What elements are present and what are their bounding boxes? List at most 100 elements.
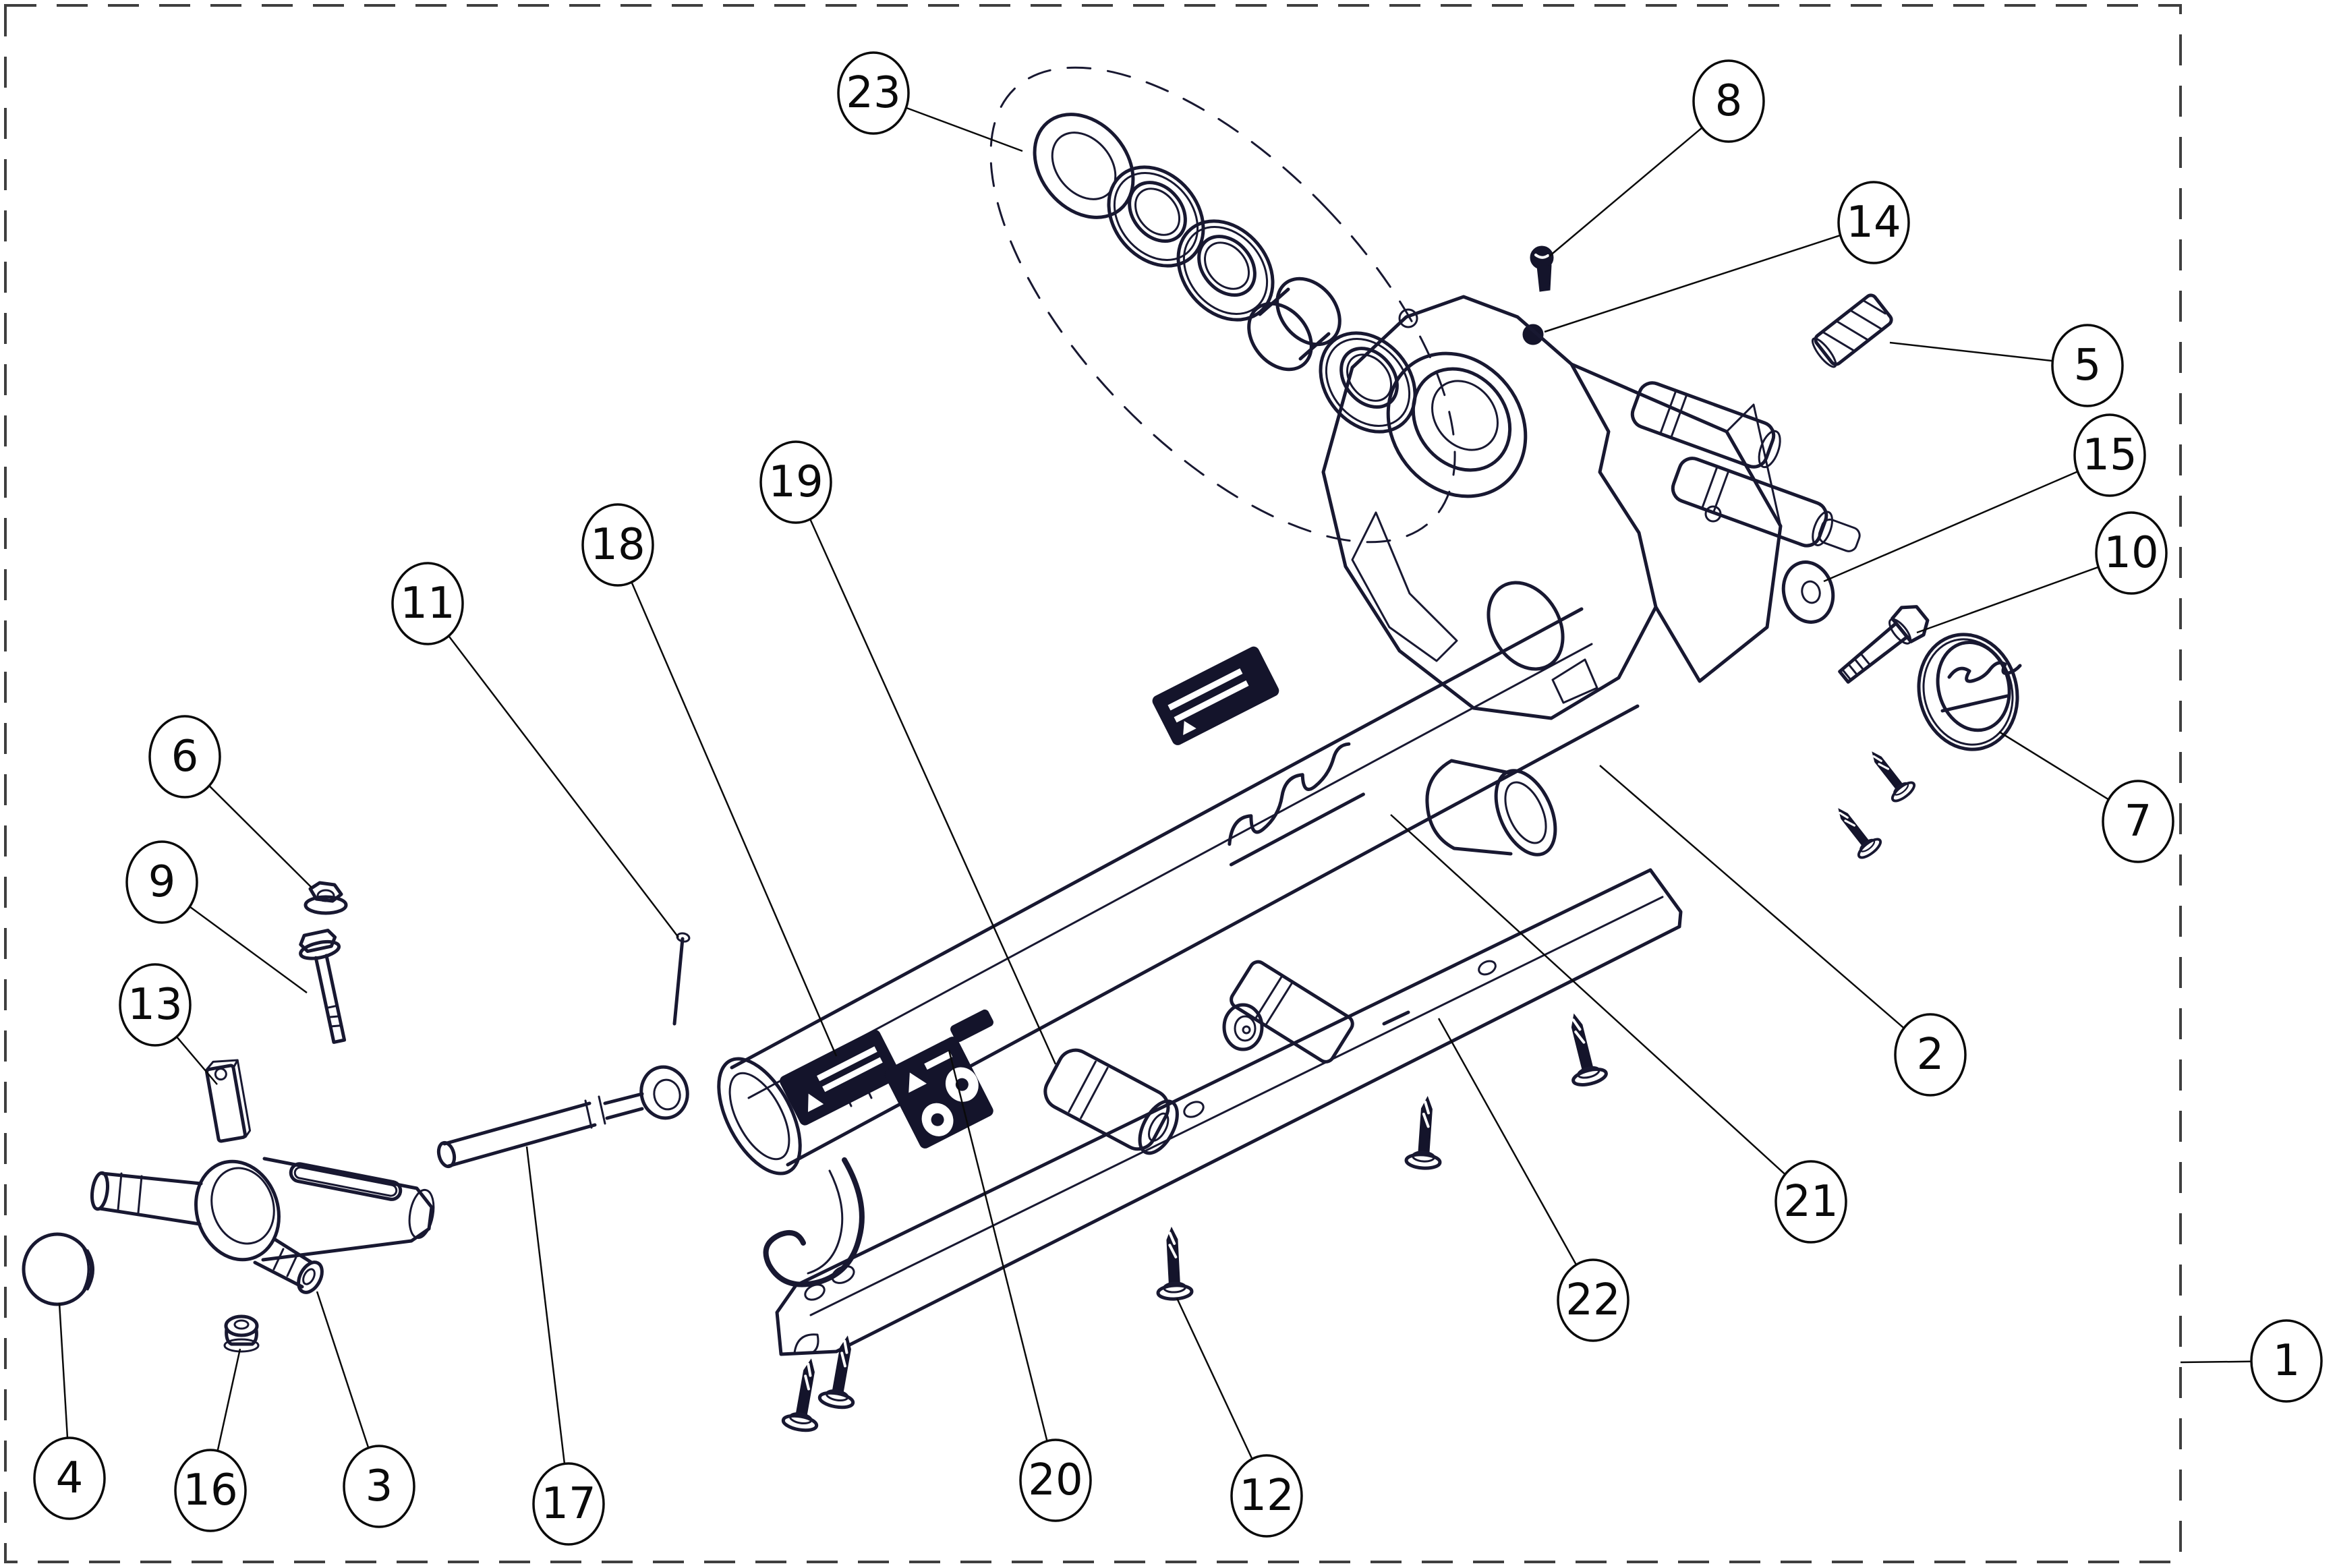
leader-line-9: [190, 906, 308, 994]
bearing-ring: [1107, 165, 1205, 268]
callout-8[interactable]: 8: [1692, 59, 1765, 143]
screw: [1406, 1095, 1444, 1169]
callout-number-15: 15: [2082, 430, 2137, 480]
leader-line-21: [1390, 814, 1785, 1175]
callout-16[interactable]: 16: [174, 1449, 247, 1532]
callout-number-9: 9: [148, 857, 176, 907]
leader-line-11: [448, 636, 679, 938]
callout-1[interactable]: 1: [2250, 1319, 2323, 1403]
callout-number-7: 7: [2125, 796, 2152, 846]
leader-line-15: [1823, 471, 2078, 583]
small-label-patch: [950, 1009, 993, 1043]
callout-11[interactable]: 11: [391, 562, 464, 645]
leader-line-13: [176, 1037, 218, 1085]
callout-7[interactable]: 7: [2102, 780, 2174, 863]
leader-line-5: [1889, 341, 2052, 362]
clevis-pin: [672, 932, 691, 1026]
small-flange-nut: [223, 1314, 260, 1353]
spacer-sleeve: [1247, 277, 1341, 372]
set-pin: [1522, 324, 1544, 345]
callout-number-18: 18: [590, 520, 645, 570]
callout-number-14: 14: [1846, 198, 1901, 248]
leader-line-16: [217, 1348, 241, 1451]
callout-number-5: 5: [2074, 341, 2102, 390]
coiled-spring-pin: [1811, 293, 1893, 368]
mounting-rail: [775, 868, 1683, 1356]
square-standoff: [205, 1059, 252, 1143]
clamp-boss: [1043, 1048, 1179, 1155]
callout-20[interactable]: 20: [1019, 1439, 1092, 1522]
callout-number-22: 22: [1565, 1275, 1620, 1325]
leader-line-4: [58, 1302, 69, 1438]
swivel-head-casting: [1321, 295, 1861, 720]
leader-line-2: [1599, 765, 1904, 1028]
callout-3[interactable]: 3: [343, 1445, 415, 1528]
leader-line-8: [1549, 127, 1702, 257]
callout-number-3: 3: [366, 1461, 393, 1511]
callout-number-2: 2: [1917, 1030, 1944, 1080]
callout-number-17: 17: [541, 1479, 596, 1529]
leader-line-10: [1916, 567, 2098, 634]
callout-number-6: 6: [171, 732, 199, 782]
t-casting: [90, 1157, 435, 1294]
button-screw: [1530, 245, 1554, 292]
screw: [1155, 1227, 1192, 1300]
callout-number-21: 21: [1783, 1177, 1838, 1227]
callout-21[interactable]: 21: [1775, 1160, 1847, 1244]
leader-line-22: [1437, 1018, 1577, 1265]
callout-14[interactable]: 14: [1837, 181, 1910, 264]
pivot-roller: [1425, 759, 1557, 856]
bearing-kit-dashed-outline: [989, 66, 1456, 544]
callout-number-19: 19: [768, 457, 823, 507]
callout-18[interactable]: 18: [581, 503, 654, 587]
drawing-frame-border: [4, 4, 2182, 1563]
warning-label: [1152, 646, 1279, 745]
callout-number-10: 10: [2104, 528, 2158, 578]
leader-line-3: [316, 1291, 370, 1448]
leader-line-18: [631, 582, 838, 1057]
callout-12[interactable]: 12: [1230, 1454, 1303, 1538]
leader-lines: [58, 107, 2251, 1463]
callout-6[interactable]: 6: [148, 715, 221, 798]
bearing-kit-group: [989, 66, 1456, 544]
flange-nut: [304, 881, 348, 915]
flat-washer: [1781, 560, 1835, 624]
screw: [1860, 743, 1919, 806]
warning-label: [780, 1029, 900, 1126]
leader-line-20: [948, 1049, 1048, 1441]
callout-10[interactable]: 10: [2095, 511, 2168, 595]
callout-22[interactable]: 22: [1557, 1258, 1629, 1342]
callout-4[interactable]: 4: [33, 1436, 106, 1520]
callout-2[interactable]: 2: [1894, 1013, 1967, 1097]
bearing-ring: [1319, 331, 1417, 434]
leader-line-19: [809, 519, 1057, 1065]
leader-line-12: [1176, 1298, 1253, 1459]
callout-17[interactable]: 17: [532, 1462, 605, 1546]
leader-line-7: [1998, 730, 2109, 800]
leader-line-6: [209, 785, 312, 888]
callout-15[interactable]: 15: [2073, 413, 2146, 497]
callout-number-16: 16: [183, 1465, 237, 1515]
callout-number-13: 13: [127, 980, 182, 1030]
brand-logo-script: [1228, 742, 1365, 867]
callout-number-8: 8: [1715, 76, 1743, 126]
leader-line-23: [906, 107, 1023, 152]
callout-23[interactable]: 23: [837, 51, 910, 135]
leader-line-17: [525, 1146, 566, 1463]
callout-19[interactable]: 19: [759, 440, 832, 524]
screw: [1558, 1010, 1608, 1088]
callout-number-1: 1: [2273, 1336, 2301, 1386]
callout-13[interactable]: 13: [119, 963, 192, 1047]
callout-number-11: 11: [400, 579, 455, 629]
logo-end-cap: [1917, 633, 2022, 751]
callout-9[interactable]: 9: [125, 840, 198, 924]
warning-label: [884, 1037, 993, 1149]
leader-line-14: [1544, 235, 1841, 333]
callout-5[interactable]: 5: [2051, 324, 2124, 407]
long-hex-bolt: [299, 929, 347, 1044]
screw: [819, 1333, 865, 1410]
callout-number-12: 12: [1239, 1471, 1294, 1521]
handle-tube: [436, 1065, 689, 1169]
